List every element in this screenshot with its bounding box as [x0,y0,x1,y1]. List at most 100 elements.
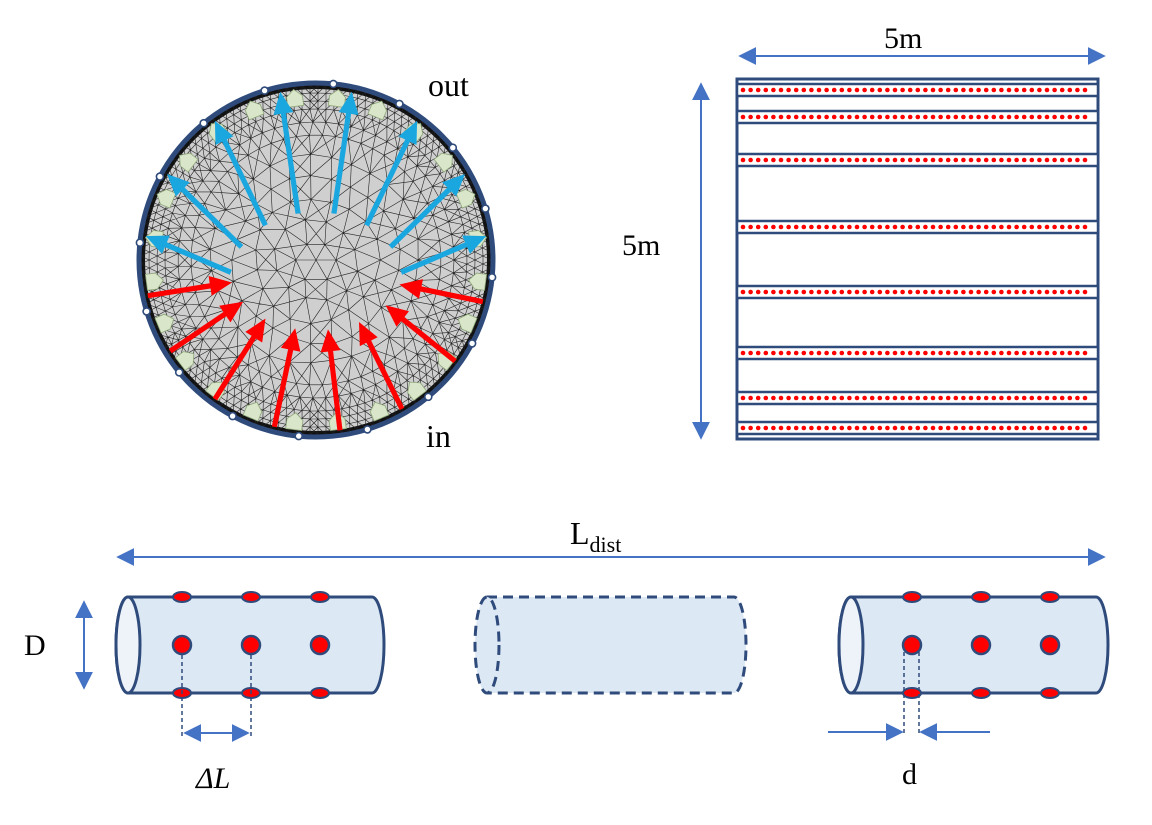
pipe-row-hole [824,224,829,230]
pipe-row-hole [907,114,913,120]
pipe-row-hole [839,350,845,356]
pipe-row-hole [923,350,928,356]
pipe-row-hole [983,87,989,93]
pipe-row-hole [839,157,845,163]
pipe-row-hole [991,157,997,163]
pipe-row-hole [793,224,799,230]
pipe-row-hole [748,157,753,163]
inflow-arrow [385,305,457,364]
pipe-row-hole [755,350,761,356]
width-label: 5m [884,22,922,55]
pipe-row-hole [976,425,981,431]
pipe-row-hole [771,289,776,295]
pipe-row-hole [1052,114,1057,120]
pipe-row-hole [786,425,791,431]
pipe-row-hole [869,87,875,93]
pipe-row-hole [915,114,921,120]
distribution-length-label: Ldist [570,515,621,557]
pipe-segment-right [837,591,1110,699]
port-dot [481,204,490,213]
tank-outline [735,77,1100,441]
pipe-end-face [837,595,865,695]
pipe-row-hole [892,289,898,295]
pipe-row-hole [809,289,814,295]
pipe-row-hole [961,87,966,93]
pipe-row-hole [1082,425,1088,431]
pipe-row-hole [809,425,814,431]
distribution-length-main: L [570,515,590,551]
pipe-row-hole [907,350,913,356]
pipe-row-hole [1029,114,1035,120]
pipe-row-hole [1021,114,1027,120]
pipe-row-hole [961,395,966,401]
pipe-row-hole [847,289,852,295]
pipe-row-hole [816,87,822,93]
pipe-row-hole [877,224,883,230]
pipe-row-hole [1014,87,1019,93]
port-chevron [154,313,175,334]
pipe-row-hole [809,157,814,163]
port-dot [294,431,304,441]
pipe-row-hole [778,157,784,163]
pipe-row-hole [869,114,875,120]
port-chevron [327,88,346,108]
pipe-row-hole [755,114,761,120]
pipe-row-hole [1059,87,1065,93]
pipe-row-hole [854,114,860,120]
pipe-row-hole [1044,114,1050,120]
pipe-row-hole [869,157,875,163]
pipe-row-hole [953,157,959,163]
pipe-row-hole [900,425,905,431]
pipe-row-hole [945,224,951,230]
pipe-row-hole [854,350,860,356]
pipe-row-hole [930,289,936,295]
pipe-row-hole [824,87,829,93]
outflow-arrow [273,91,301,214]
pipe-row-hole [930,425,936,431]
pipe-row-hole [885,350,890,356]
pipe-row-hole [945,425,951,431]
pipe-row-hole [999,425,1004,431]
pipe-row-hole [831,395,837,401]
pipe-row-hole [778,114,784,120]
pipe-row-hole [1052,425,1057,431]
pipe-row-hole [763,395,769,401]
pipe-row-hole [976,87,981,93]
pipe-row-hole [907,395,913,401]
pipe-rows [735,82,1100,436]
pipe-row-hole [1044,425,1050,431]
port-chevron [369,401,390,422]
pipe-row-hole [1075,289,1080,295]
pipe-row-hole [877,425,883,431]
pipe-row-hole [945,395,951,401]
pipe-row-hole [831,157,837,163]
pipe-end-face-dashed [473,595,501,695]
port-chevron [433,152,453,173]
pipe-row-hole [930,157,936,163]
pipe-row-hole [1052,87,1057,93]
pipe-row-hole [1006,87,1012,93]
pipe-row-hole [961,425,966,431]
pipe-row-hole [740,289,746,295]
pipe-row-hole [900,87,905,93]
pipe-row-hole [1014,114,1019,120]
pipe-row-hole [786,224,791,230]
tank-top-view [735,77,1100,441]
pipe-row-hole [1044,350,1050,356]
pipe-row-hole [968,425,974,431]
distribution-length-subscript: dist [590,532,622,557]
pipe-row-hole [983,224,989,230]
pipe-row-hole [839,114,845,120]
pipe-row-hole [854,157,860,163]
pipe-row-hole [778,350,784,356]
pipe-row-hole [847,395,852,401]
pipe-row-hole [953,289,959,295]
outflow-arrow [400,235,487,275]
pipe-row-hole [923,224,928,230]
port-chevron [144,272,164,291]
pipe-row-hole [763,87,769,93]
pipe-row-hole [900,350,905,356]
pipe-row-hole [786,395,791,401]
inflow-arrow [399,279,484,305]
